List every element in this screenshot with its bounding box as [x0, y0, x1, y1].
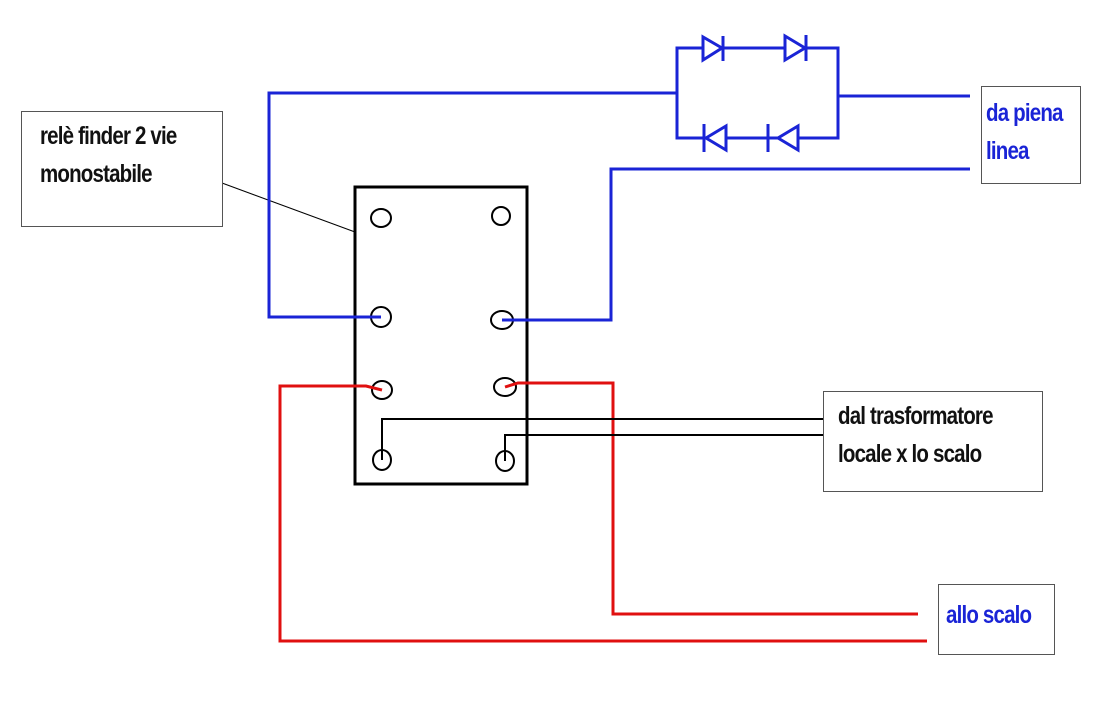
diode-top-2: [783, 33, 808, 63]
blue-wire-left: [267, 91, 677, 319]
blue-wire-right: [502, 167, 970, 322]
power-line-label-box: da piena linea: [981, 86, 1081, 184]
red-wires: [278, 381, 927, 643]
red-wire-left: [278, 384, 927, 643]
transformer-label-box: dal trasformatore locale x lo scalo: [823, 391, 1043, 492]
power-line-label-line1: da piena: [986, 99, 1063, 127]
relay-label-line2: monostabile: [40, 159, 153, 188]
diode-bridge-frame: [675, 46, 840, 140]
relay-pin-top-left: [370, 208, 392, 228]
relay-body: [353, 185, 529, 486]
relay-leader-line: [221, 182, 356, 233]
blue-wires: [267, 46, 970, 322]
scale-label-box: allo scalo: [938, 584, 1055, 655]
black-wire-right: [504, 434, 823, 461]
power-line-label-line2: linea: [986, 136, 1029, 165]
black-wires: [381, 418, 823, 461]
diode-bottom-1: [702, 123, 728, 153]
scale-label-line1: allo scalo: [946, 601, 1032, 629]
black-wire-left: [381, 418, 823, 460]
transformer-label-line1: dal trasformatore: [838, 402, 993, 430]
diode-top-1: [701, 34, 725, 63]
transformer-label-line2: locale x lo scalo: [838, 439, 982, 468]
red-wire-right: [504, 381, 918, 616]
relay-label-box: relè finder 2 vie monostabile: [21, 111, 223, 227]
relay-pin-top-right: [491, 206, 511, 226]
relay-label-line1: relè finder 2 vie: [40, 122, 177, 150]
diode-bottom-2: [766, 123, 800, 153]
